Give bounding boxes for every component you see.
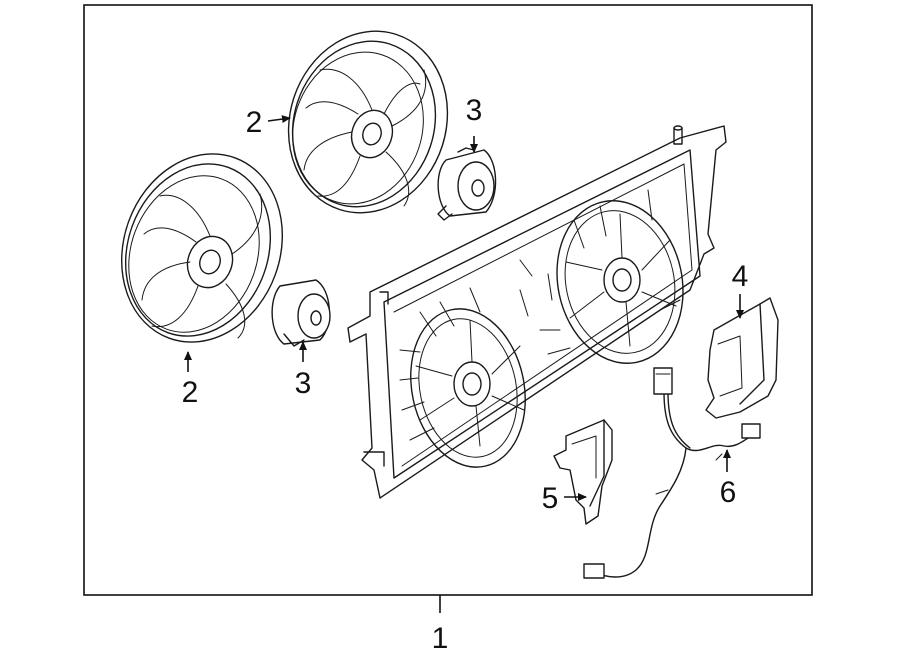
- callout-1: 1: [432, 622, 449, 655]
- part-6-harness: [583, 367, 761, 579]
- part-5-bracket: [553, 419, 613, 525]
- callout-4: 4: [732, 260, 749, 293]
- fan-motor-lower: [271, 279, 331, 347]
- callout-3b: 3: [295, 367, 312, 400]
- callout-5: 5: [542, 482, 559, 515]
- callout-6: 6: [720, 476, 737, 509]
- fan-blade-upper: [287, 30, 449, 214]
- fan-blade-lower: [120, 153, 284, 343]
- fan-shroud: [347, 125, 727, 499]
- callout-2a-arrow: [267, 115, 291, 124]
- callout-3a: 3: [466, 94, 483, 127]
- callout-2b: 2: [182, 376, 199, 409]
- assembly-frame: [83, 4, 813, 596]
- callout-2a: 2: [246, 106, 263, 139]
- part-4-cover: [705, 297, 779, 419]
- fan-motor-upper: [437, 147, 497, 221]
